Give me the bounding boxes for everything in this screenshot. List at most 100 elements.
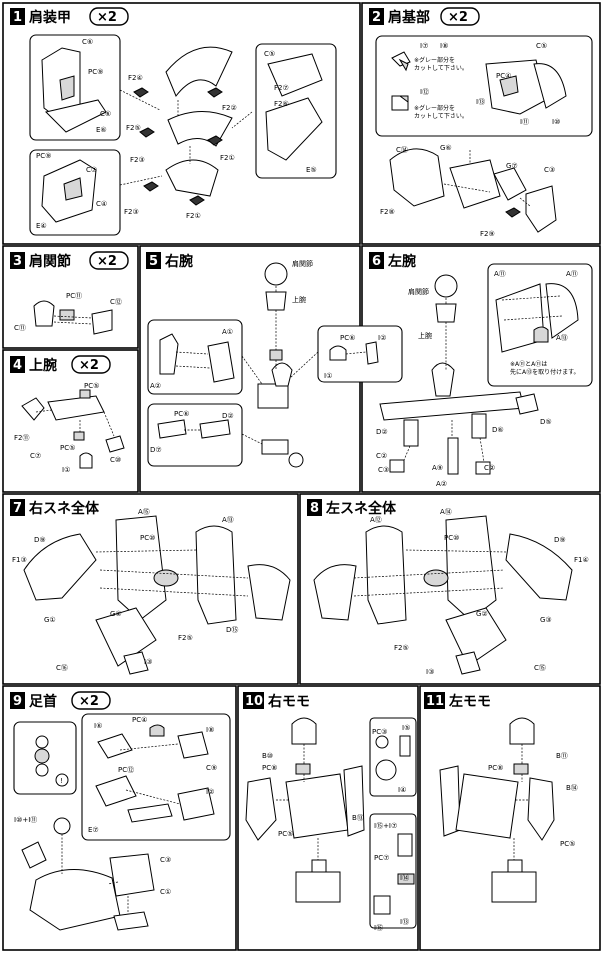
step-multiplier: ×2 [79,694,99,709]
part-label: D⑥ [492,426,504,434]
part-label: C⑥ [82,38,93,46]
part-label: I⑫ [420,88,429,96]
part-label: G② [476,610,488,618]
panel-step-11 [419,685,601,951]
part-label: C③ [378,466,389,474]
step-number: 7 [13,501,22,516]
part-label: F2⑨ [480,230,495,238]
part-label: G① [44,616,56,624]
part-label: A⑬ [556,334,568,342]
step-3-header: 3 肩関節 ×2 [10,251,129,270]
step-7-diagram [23,515,291,675]
step-number: 10 [245,694,263,709]
part-label: E④ [36,222,47,230]
part-label: I⑩+I⑪ [14,816,37,824]
step-6-header: 6 左腕 [369,252,416,270]
part-label: D② [222,412,234,420]
part-label: PC⑫ [118,766,134,774]
part-label: A① [222,328,233,336]
part-label: A⑬ [222,516,234,524]
part-label: F2⑤ [126,124,141,132]
step-title: 左スネ全体 [325,500,397,517]
part-label: D⑦ [150,446,162,454]
step-2-diagram [375,35,593,233]
part-label: F2③ [130,156,145,164]
step-multiplier: ×2 [448,10,468,25]
part-label: PC⑨ [88,68,103,76]
part-label: I① [62,466,70,474]
panel-step-1 [2,2,361,245]
part-label: D⑮ [226,626,238,634]
step-7-header: 7 右スネ全体 [10,499,100,517]
part-label: PC⑨ [36,152,51,160]
part-label: A⑫ [370,516,382,524]
part-label: C⑩ [110,456,121,464]
part-label: C② [376,452,387,460]
step-number: 6 [372,254,381,269]
panel-step-7 [2,493,299,685]
part-label: B⑭ [566,784,578,792]
cut-note: カットして下さい。 [414,65,468,72]
part-label: A⑭ [440,508,452,516]
part-label: PC⑥ [174,410,189,418]
panel-step-4 [2,349,139,493]
part-label: I① [324,372,332,380]
part-label: PC⑩ [140,534,155,542]
part-label: G③ [540,616,552,624]
part-label: I⑮+I⑦ [374,822,397,830]
part-label: B⑩ [262,752,273,760]
part-label: PC⑤ [84,382,99,390]
part-label: PC⑦ [374,854,389,862]
step-title: 右モモ [267,693,310,710]
step-10-diagram [245,717,417,929]
part-label: PC⑧ [262,764,277,772]
part-label: F2⑦ [274,84,289,92]
part-label: PC⑪ [66,292,82,300]
part-label: I⑮ [374,924,383,932]
step-multiplier: ×2 [97,10,117,25]
part-label: 肩関節 [408,287,429,296]
part-label: F1④ [574,556,589,564]
assembly-note: ※A⑪とA⑪は [510,360,547,368]
step-8-diagram [313,515,573,675]
part-label: C③ [160,856,171,864]
part-label: E⑤ [306,166,317,174]
sub-assembly-box [147,403,243,467]
part-label: F2⑤ [178,634,193,642]
step-5-diagram [147,262,403,468]
part-label: C③ [544,166,555,174]
part-label: I⑩ [552,118,560,126]
part-label: C⑭ [396,146,408,154]
part-label: C⑦ [86,166,97,174]
step-title: 肩基部 [388,9,430,26]
part-label: B⑬ [352,814,364,822]
part-label: F2⑧ [380,208,395,216]
step-9-header: 9 足首 ×2 [10,691,111,710]
panel-step-8 [299,493,601,685]
step-11-diagram [439,717,555,903]
step-multiplier: ×2 [79,358,99,373]
part-label: G⑦ [506,162,518,170]
step-title: 肩関節 [29,253,71,270]
cut-note: ※グレー部分を [414,104,455,112]
panel-step-9 [2,685,237,951]
part-label: PC⑤ [278,830,293,838]
part-label: C⑯ [56,664,68,672]
step-11-header: 11 左モモ [424,692,491,710]
step-title: 左モモ [448,693,491,710]
part-label: F2⑥ [274,100,289,108]
cut-note: カットして下さい。 [414,113,468,120]
part-label: I③ [426,668,434,676]
part-label: PC⑤ [60,444,75,452]
part-label: 肩関節 [292,259,313,268]
part-label: I② [378,334,386,342]
step-number: 4 [13,358,22,373]
part-label: PC⑩ [444,534,459,542]
panel-step-2 [361,2,601,245]
part-label: F2⑤ [394,644,409,652]
step-1-header: 1 肩装甲 ×2 [10,7,129,26]
step-9-diagram: ! [13,713,231,931]
part-label: PC⑤ [560,840,575,848]
part-label: I⑬ [476,98,485,106]
